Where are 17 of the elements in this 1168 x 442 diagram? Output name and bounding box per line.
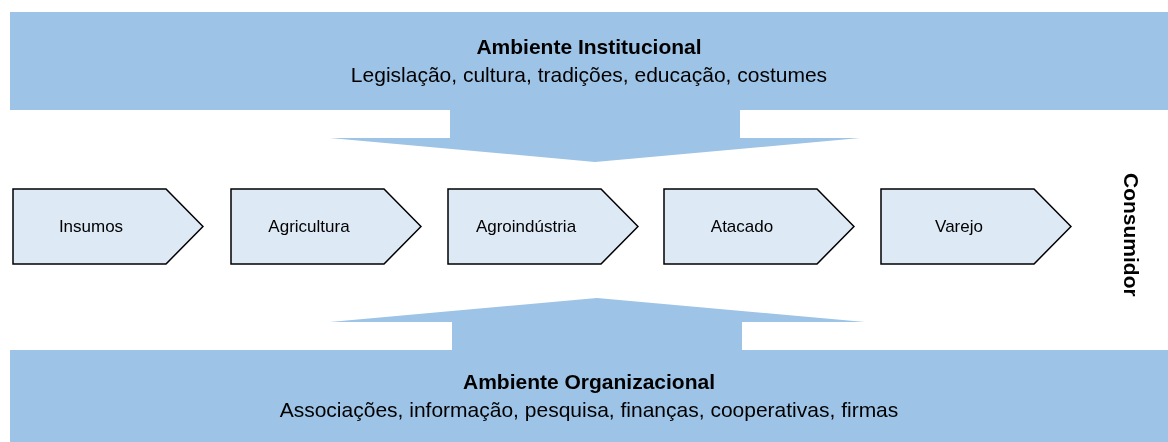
- banner: [10, 12, 1168, 110]
- step-label: Atacado: [710, 216, 774, 237]
- chevron-step: [12, 188, 204, 265]
- banner-heading: Ambiente Organizacional: [462, 369, 716, 395]
- banner-text: Associações, informação, pesquisa, finanças, cooperativas, firmas: [279, 397, 899, 423]
- chevron-step: [447, 188, 639, 265]
- step-label: Agricultura: [268, 216, 350, 237]
- step-label: Agroindústria: [475, 216, 577, 237]
- chevron-step: [880, 188, 1072, 265]
- vertical-label: Consumidor: [1119, 173, 1143, 297]
- banner-heading: Ambiente Institucional: [476, 34, 702, 60]
- step-label: Varejo: [935, 216, 983, 237]
- banner-text: Legislação, cultura, tradições, educação, costumes: [350, 62, 828, 88]
- chevron-step: [230, 188, 422, 265]
- banner: [10, 350, 1168, 442]
- step-label: Insumos: [58, 216, 124, 237]
- chevron-step: [663, 188, 855, 265]
